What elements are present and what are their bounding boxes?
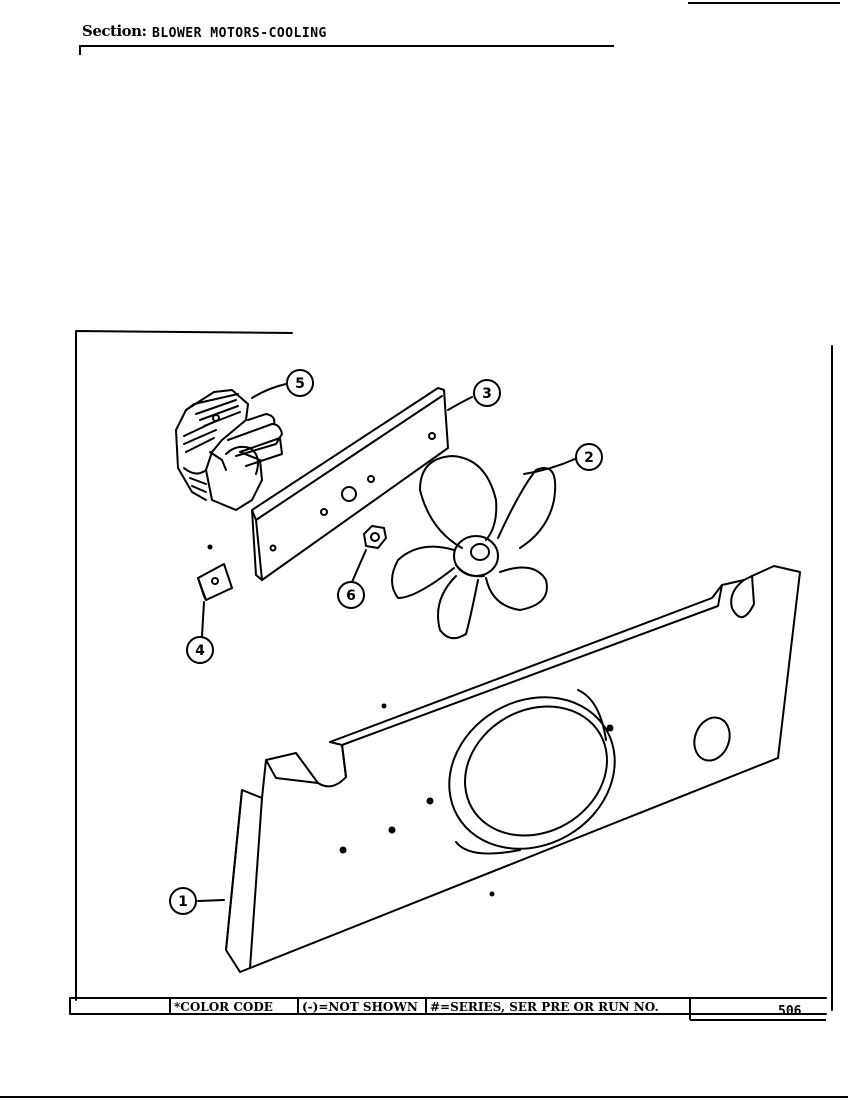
callout-circle-5 [286, 369, 314, 397]
footer-series: #=SERIES, SER PRE OR RUN NO. [430, 1000, 659, 1014]
callout-circle-4 [186, 636, 214, 664]
nut-part [363, 525, 387, 549]
motor-bracket-part [251, 387, 449, 581]
bottom-rule [0, 1096, 848, 1098]
footer-color-code: *COLOR CODE [174, 1000, 273, 1014]
frame-border [69, 330, 833, 1015]
blower-motor-part [175, 389, 283, 511]
callout-number-5: 5 [295, 376, 305, 392]
header-rule [80, 45, 614, 47]
panel-bracket-part [225, 565, 801, 973]
callout-number-4: 4 [195, 643, 205, 659]
clip-part [197, 544, 233, 601]
header-tick [79, 45, 81, 55]
leader-line-1 [197, 899, 225, 902]
top-edge-rule [688, 2, 840, 4]
leader-line-5 [251, 383, 287, 399]
leader-line-4 [201, 601, 205, 637]
callout-circle-3 [473, 379, 501, 407]
callout-number-2: 2 [584, 450, 594, 466]
section-label: Section: [82, 22, 147, 40]
leader-line-6 [351, 549, 367, 583]
leader-line-2 [523, 458, 576, 475]
callout-number-1: 1 [178, 894, 188, 910]
page-number: 506 [778, 1004, 802, 1019]
callout-circle-2 [575, 443, 603, 471]
callout-number-3: 3 [482, 386, 492, 402]
section-name: BLOWER MOTORS-COOLING [152, 26, 327, 41]
footer-not-shown: (-)=NOT SHOWN [302, 1000, 418, 1014]
leader-line-3 [447, 396, 473, 411]
fan-blade-part [391, 455, 557, 640]
callout-circle-6 [337, 581, 365, 609]
callout-number-6: 6 [346, 588, 356, 604]
callout-circle-1 [169, 887, 197, 915]
